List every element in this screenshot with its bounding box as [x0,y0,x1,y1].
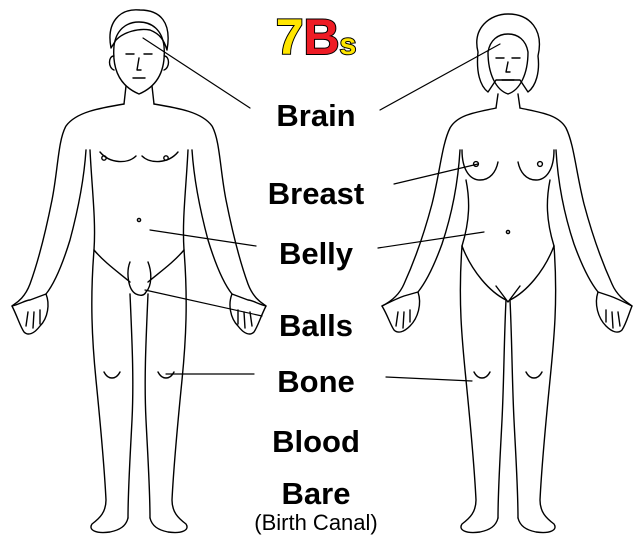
label-belly: Belly [279,238,353,269]
label-bare: Bare [282,478,351,509]
title-seven: 7 [276,9,304,65]
male-figure [12,10,266,533]
title-b: B [304,9,340,65]
pointer-balls-male [145,290,262,316]
label-bone: Bone [277,366,355,397]
label-bare-note: (Birth Canal) [254,512,377,534]
pointer-belly-male [150,230,256,246]
label-brain: Brain [276,100,355,131]
title-s: s [340,28,357,61]
label-blood: Blood [272,426,360,457]
pointer-belly-female [378,232,484,248]
label-balls: Balls [279,310,353,341]
pointer-breast-female [394,164,478,184]
pointer-brain-male [143,38,250,108]
female-figure [382,14,632,533]
pointer-bone-female [386,377,472,381]
title-7bs: 7Bs [276,12,357,62]
label-breast: Breast [268,178,365,209]
